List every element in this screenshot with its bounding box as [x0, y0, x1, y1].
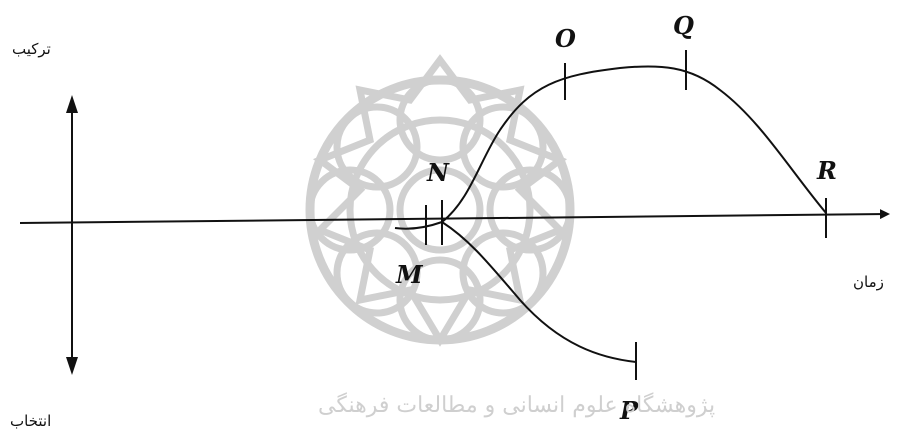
- point-label-r: R: [817, 156, 837, 185]
- point-label-q: Q: [673, 11, 694, 40]
- vertical-double-arrow: [66, 95, 78, 375]
- point-label-m: M: [396, 260, 423, 289]
- point-label-p: P: [620, 396, 639, 425]
- watermark-logo: [305, 54, 575, 347]
- time-axis: [19, 209, 890, 224]
- point-label-o: O: [555, 24, 576, 53]
- lower-curve: [441, 221, 637, 363]
- composition-label: ترکیب: [12, 40, 51, 58]
- point-label-n: N: [427, 158, 449, 187]
- selection-label: انتخاب: [10, 412, 52, 430]
- tick-marks: [425, 50, 827, 380]
- time-label: زمان: [853, 273, 884, 291]
- watermark-text: پژوهشگاه علوم انسانی و مطالعات فرهنگی: [318, 393, 716, 418]
